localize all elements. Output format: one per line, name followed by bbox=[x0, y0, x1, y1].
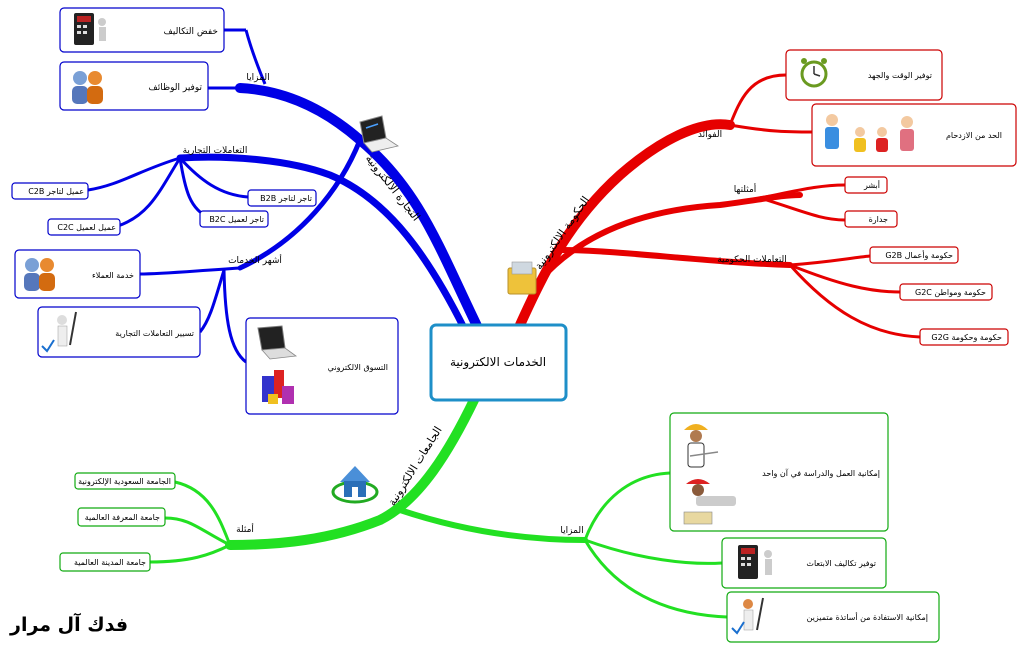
center-node[interactable]: الخدمات الالكترونية bbox=[429, 323, 568, 402]
node-jadarah[interactable]: جدارة bbox=[844, 210, 898, 228]
calculator-icon bbox=[74, 13, 106, 45]
worker-icon bbox=[684, 424, 719, 468]
folder-icon bbox=[507, 261, 537, 295]
node-text: تسيير التعاملات التجارية bbox=[115, 329, 194, 338]
node-saudi-e-university[interactable]: الجامعة السعودية الإلكترونية bbox=[74, 472, 176, 490]
laptop-icon bbox=[257, 325, 298, 360]
node-text: جامعة المدينة العالمية bbox=[74, 558, 146, 567]
node-job-creation[interactable]: توفير الوظائف bbox=[59, 61, 209, 111]
node-text: أبشر bbox=[863, 180, 880, 190]
node-c2c[interactable]: عميل لعميل C2C bbox=[47, 218, 121, 236]
node-knowledge-university[interactable]: جامعة المعرفة العالمية bbox=[77, 507, 166, 527]
node-text: تاجر لتاجر B2B bbox=[260, 194, 312, 203]
egov-branch bbox=[515, 73, 921, 339]
node-text: عميل لعميل C2C bbox=[57, 223, 116, 232]
node-text: حكومة وحكومة G2G bbox=[931, 333, 1002, 342]
ecom-transactions-label[interactable]: التعاملات التجارية bbox=[183, 146, 248, 156]
egov-benefits-label[interactable]: الفوائد bbox=[698, 130, 722, 140]
node-b2c[interactable]: تاجر لعميل B2C bbox=[199, 210, 269, 228]
laptop-icon bbox=[359, 115, 399, 153]
euni-branch bbox=[149, 393, 728, 619]
presenter-icon bbox=[41, 311, 77, 353]
euni-examples-label[interactable]: أمثلة bbox=[236, 523, 254, 535]
node-text: توفير تكاليف الابتعاث bbox=[806, 559, 876, 568]
egov-transactions-label[interactable]: التعاملات الحكومية bbox=[717, 255, 787, 265]
node-text: إمكانية العمل والدراسة في آن واحد bbox=[762, 468, 880, 479]
node-text: الجامعة السعودية الإلكترونية bbox=[78, 477, 171, 487]
node-text: جامعة المعرفة العالمية bbox=[85, 513, 160, 522]
node-save-time[interactable]: توفير الوقت والجهد bbox=[785, 49, 943, 101]
node-work-and-study[interactable]: إمكانية العمل والدراسة في آن واحد bbox=[669, 412, 889, 532]
node-text: حكومة وأعمال G2B bbox=[885, 250, 953, 260]
node-text: حكومة ومواطن G2C bbox=[915, 288, 986, 297]
ecom-services-label[interactable]: أشهر الخدمات bbox=[228, 254, 282, 266]
node-online-shopping[interactable]: التسوق الالكتروني bbox=[245, 317, 399, 415]
euni-advantages-label[interactable]: المزايا bbox=[560, 526, 583, 536]
house-icon bbox=[331, 466, 379, 504]
node-madinah-university[interactable]: جامعة المدينة العالمية bbox=[59, 552, 151, 572]
shopping-bags-icon bbox=[262, 370, 294, 404]
node-text: إمكانية الاستفادة من أساتذة متميزين bbox=[807, 612, 928, 623]
node-text: خفض التكاليف bbox=[164, 27, 218, 37]
node-text: توفير الوقت والجهد bbox=[868, 71, 932, 80]
ecommerce-label[interactable]: التجارة الالكترونية bbox=[363, 152, 423, 223]
node-reduce-crowding[interactable]: الحد من الازدحام bbox=[811, 103, 1017, 167]
people-icon bbox=[24, 258, 55, 291]
egov-examples-label[interactable]: أمثلتها bbox=[734, 183, 757, 195]
node-g2b[interactable]: حكومة وأعمال G2B bbox=[869, 246, 959, 264]
author-signature: فدك آل مرار bbox=[10, 614, 129, 636]
node-business-facilitation[interactable]: تسيير التعاملات التجارية bbox=[37, 306, 201, 358]
student-icon bbox=[683, 479, 736, 525]
node-text: خدمة العملاء bbox=[92, 271, 134, 280]
node-text: الحد من الازدحام bbox=[946, 131, 1002, 140]
center-title: الخدمات الالكترونية bbox=[450, 355, 546, 370]
node-reduce-costs[interactable]: خفض التكاليف bbox=[59, 7, 225, 53]
node-text: جدارة bbox=[869, 215, 888, 224]
node-customer-service[interactable]: خدمة العملاء bbox=[14, 249, 141, 299]
node-c2b[interactable]: عميل لتاجر C2B bbox=[11, 182, 89, 200]
ecom-advantages-label[interactable]: المزايا bbox=[246, 73, 269, 83]
node-distinguished-teachers[interactable]: إمكانية الاستفادة من أساتذة متميزين bbox=[726, 591, 940, 643]
calculator-icon bbox=[738, 545, 772, 579]
clock-icon bbox=[800, 58, 828, 88]
family-icon bbox=[825, 114, 914, 152]
node-scholarship-costs[interactable]: توفير تكاليف الابتعاث bbox=[721, 537, 887, 589]
node-text: توفير الوظائف bbox=[148, 83, 202, 93]
people-icon bbox=[72, 71, 103, 104]
node-absher[interactable]: أبشر bbox=[844, 176, 888, 194]
node-b2b[interactable]: تاجر لتاجر B2B bbox=[247, 189, 317, 207]
node-text: تاجر لعميل B2C bbox=[209, 215, 264, 224]
presenter-icon bbox=[731, 597, 764, 635]
node-text: عميل لتاجر C2B bbox=[28, 187, 84, 196]
node-g2g[interactable]: حكومة وحكومة G2G bbox=[919, 328, 1009, 346]
node-text: التسوق الالكتروني bbox=[328, 363, 388, 372]
node-g2c[interactable]: حكومة ومواطن G2C bbox=[899, 283, 993, 301]
